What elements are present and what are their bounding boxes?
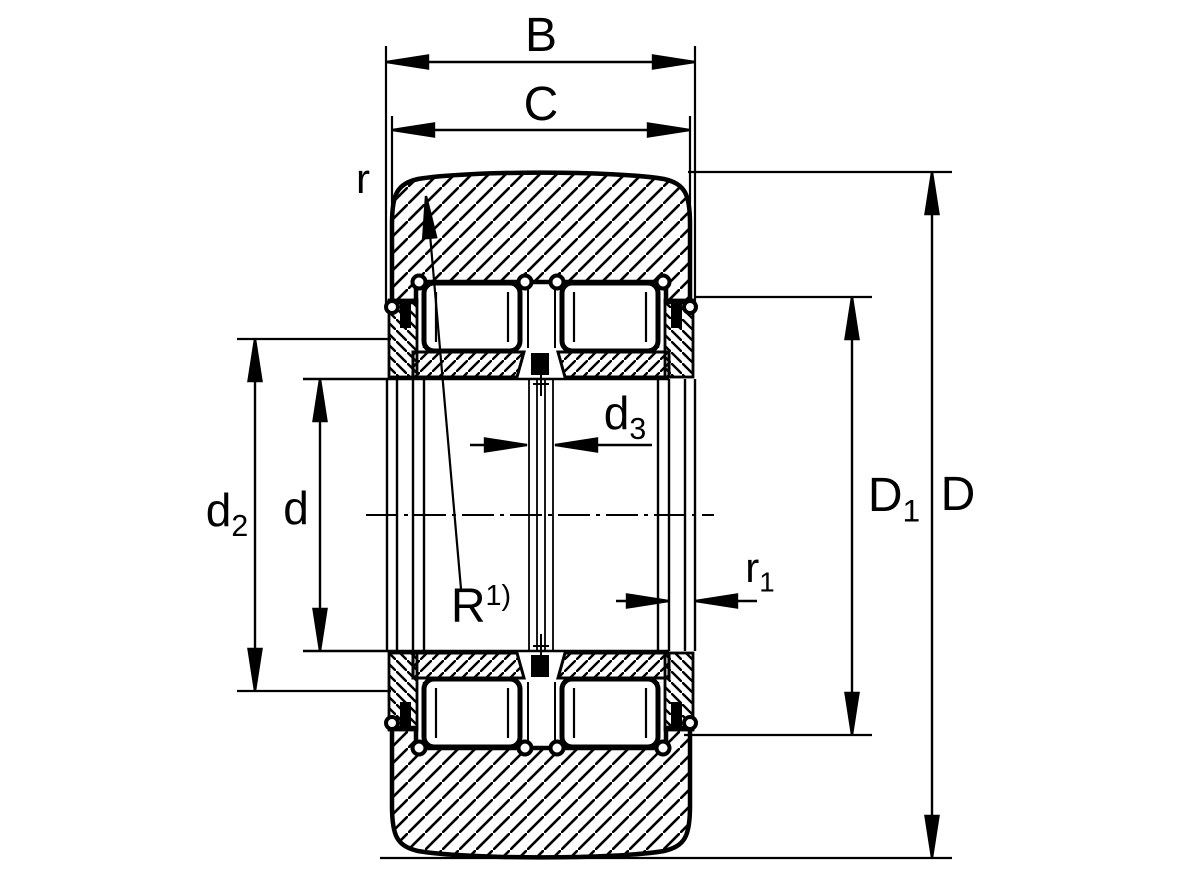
label-D1: D1 [867,469,921,529]
leader-R [425,199,463,590]
roller-bottom-left [421,676,523,750]
label-r1: r1 [745,544,775,598]
inner-ring-bottom-left [411,651,526,680]
lubrication-plugs [531,353,549,677]
label-C: C [523,78,559,131]
inner-ring-bottom-right [556,651,671,680]
label-d2: d2 [205,484,249,544]
outer-ring-section [389,170,693,860]
roller-end-lines [434,292,648,738]
inner-ring-top-left [411,350,526,379]
roller-top-right [559,280,661,354]
label-d3: d3 [603,387,647,447]
cage-pins [410,273,672,757]
roller-bottom-right [559,676,661,750]
seal-bottom-right [671,702,682,727]
seals [384,299,698,731]
seal-lip-bottom-right [682,715,698,731]
label-d: d [283,482,309,534]
seal-lip-top-left [384,299,400,315]
label-r: r [356,155,370,202]
label-R: R1) [450,580,512,633]
outer-ring-bottom-half [389,725,693,860]
rollers [421,280,661,750]
label-B: B [524,9,558,62]
seal-top-left [400,303,411,328]
outer-ring-top-half [389,170,693,305]
inner-ring-top-right [556,350,671,379]
seal-bottom-left [400,702,411,727]
lube-plug-top [531,353,549,375]
lube-plug-bottom [531,655,549,677]
seal-top-right [671,303,682,328]
seal-lip-bottom-left [384,715,400,731]
extension-lines [237,46,952,860]
label-D: D [940,468,976,521]
dimension-lines [247,54,940,859]
